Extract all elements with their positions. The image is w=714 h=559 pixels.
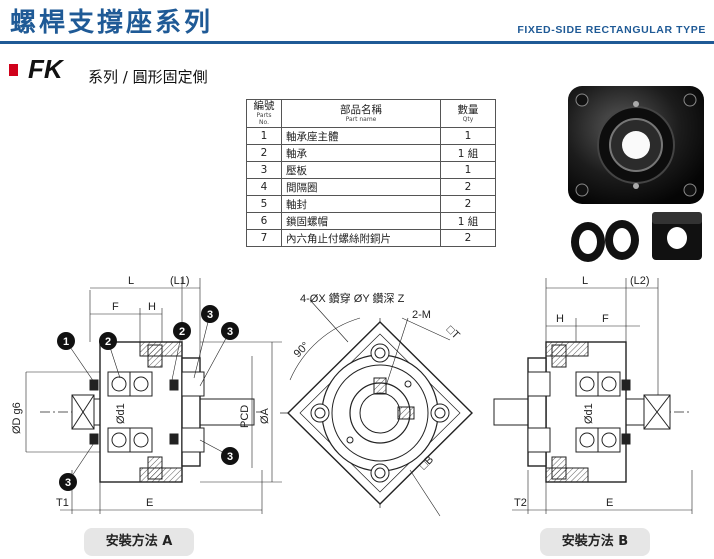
header-rule: [0, 41, 714, 44]
callout-label: 3: [207, 309, 213, 321]
dim-e: E: [146, 497, 153, 509]
callouts-a: 1 2 2 3 3 3 3: [57, 305, 239, 491]
page-title: 螺桿支撐座系列: [10, 8, 214, 38]
callout-label: 2: [105, 336, 111, 348]
dim-h: H: [148, 301, 156, 313]
callout-marker: [201, 305, 219, 323]
dim-f: F: [112, 301, 119, 313]
dim-dg6: ØD g6: [11, 402, 23, 434]
dim-t2: T2: [514, 497, 527, 509]
callout-label: 3: [227, 326, 233, 338]
callout-label: 3: [65, 477, 71, 489]
page-subtitle: FIXED-SIDE RECTANGULAR TYPE: [517, 24, 706, 36]
callout-marker: [221, 322, 239, 340]
dim-l2: (L2): [630, 275, 650, 287]
drawing-front-view: [280, 299, 473, 517]
dim-d1: Ød1: [583, 403, 595, 424]
dim-e: E: [606, 497, 613, 509]
callout-marker: [57, 332, 75, 350]
cell-name: 內六角止付螺絲附銅片: [281, 229, 441, 247]
callout-label: 3: [227, 451, 233, 463]
section-model: FK: [28, 54, 63, 84]
dim-h: H: [556, 313, 564, 325]
dim-l: L: [582, 275, 588, 287]
dim-t1: T1: [56, 497, 69, 509]
callout-marker: [173, 322, 191, 340]
dim-l1: (L1): [170, 275, 190, 287]
caption-mount-b: 安裝方法 B: [540, 528, 650, 556]
drawing-mount-a: [25, 278, 282, 514]
callout-label: 2: [179, 326, 185, 338]
dim-l: L: [128, 275, 134, 287]
caption-mount-a: 安裝方法 A: [84, 528, 194, 556]
dim-pcd: PCD: [239, 405, 251, 428]
section-marker: [9, 64, 18, 76]
dim-t: □T: [444, 324, 462, 342]
dim-m: 2-M: [412, 309, 431, 321]
dim-angle: 90°: [292, 340, 312, 360]
dim-f: F: [602, 313, 609, 325]
product-photo: [568, 86, 704, 262]
callout-marker: [99, 332, 117, 350]
cell-qty: 1: [440, 127, 496, 145]
dim-d1: Ød1: [115, 403, 127, 424]
callout-marker: [59, 473, 77, 491]
dim-a: ØA: [259, 407, 271, 424]
callout-label: 1: [63, 336, 69, 348]
drawing-mount-b: [493, 278, 693, 514]
cell-qty: 2: [440, 229, 496, 247]
section-description: 系列 / 圓形固定側: [88, 68, 208, 86]
callout-marker: [221, 447, 239, 465]
cell-qty: 1 組: [440, 144, 496, 162]
note-hole-spec: 4-ØX 鑽穿 ØY 鑽深 Z: [300, 291, 405, 305]
